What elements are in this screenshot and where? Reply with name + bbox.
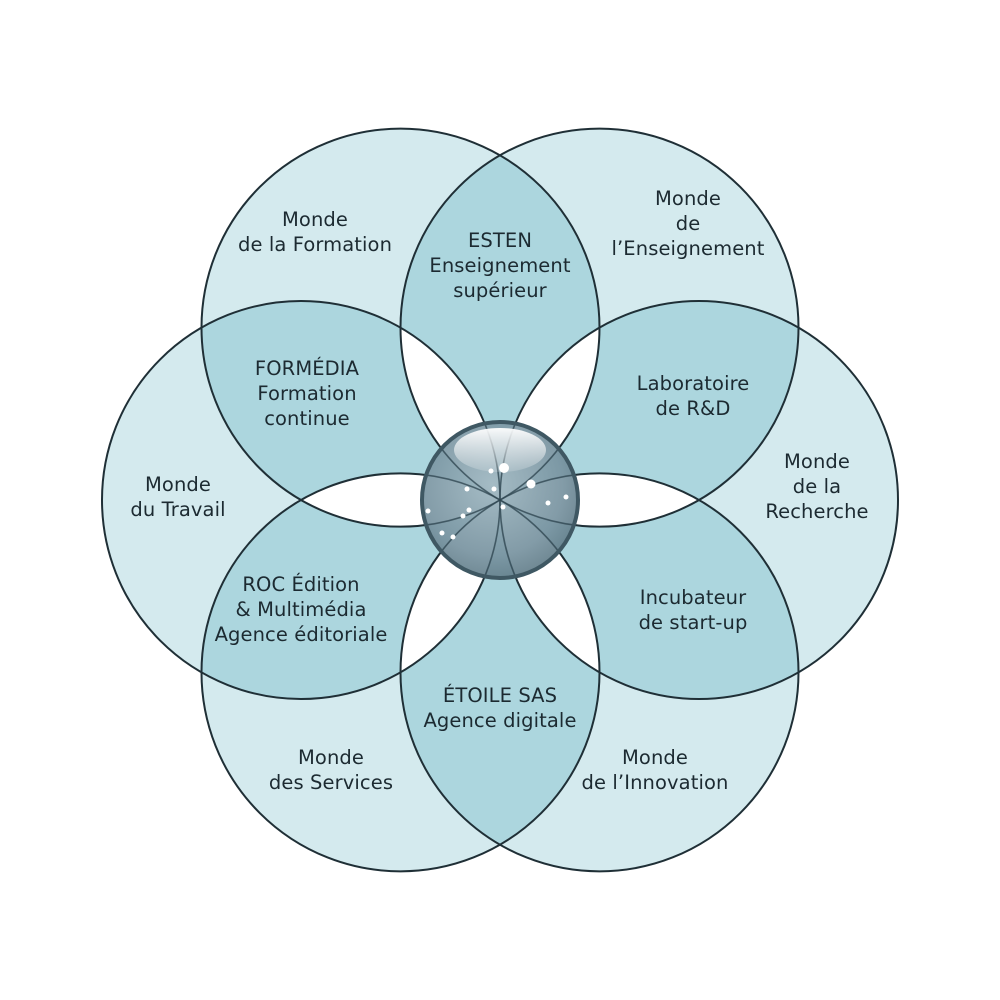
glass-sphere-star-cluster-icon: [420, 420, 580, 580]
sphere-star: [450, 534, 456, 540]
sphere-rim: [420, 420, 580, 580]
sphere-star: [499, 463, 509, 473]
sphere-highlight: [454, 428, 546, 472]
sphere-star: [545, 500, 551, 506]
sphere-arc: [422, 422, 501, 578]
sphere-star: [488, 468, 494, 474]
sphere-star: [439, 530, 445, 536]
sphere-lines: [422, 422, 578, 578]
sphere-star: [526, 479, 536, 489]
sphere-star: [425, 508, 431, 514]
sphere-star: [464, 486, 470, 492]
sphere-star: [460, 513, 466, 519]
sphere-star: [500, 504, 506, 510]
sphere-star: [491, 486, 497, 492]
sphere-star: [563, 494, 569, 500]
sphere-star: [466, 507, 472, 513]
